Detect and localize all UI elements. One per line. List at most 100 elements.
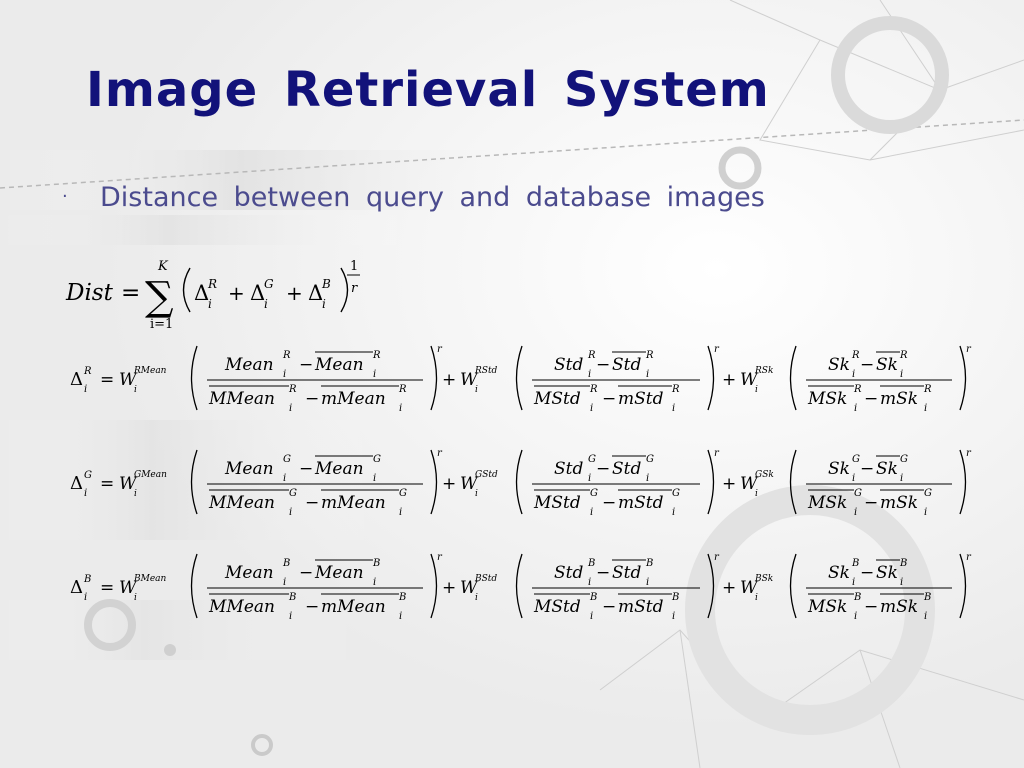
weight-subscript: i: [134, 489, 137, 499]
minus-sign: −: [602, 389, 616, 409]
channel-superscript: B: [589, 592, 597, 603]
numerator-term: Std: [554, 459, 583, 479]
weight-superscript: BStd: [474, 574, 497, 584]
delta-symbol: Δ: [70, 473, 83, 494]
bullet-marker: ·: [62, 186, 68, 207]
index-subscript: i: [924, 507, 927, 518]
right-paren: [959, 345, 967, 411]
numerator-term: Mean: [224, 355, 274, 375]
sum-upper-limit: K: [157, 259, 169, 274]
channel-superscript: R: [398, 384, 407, 395]
channel-superscript: R: [671, 384, 680, 395]
channel-superscript: B: [398, 592, 406, 603]
equals-sign: =: [100, 578, 114, 598]
denominator-max-term: MSk: [807, 389, 847, 409]
superscript-b: B: [321, 277, 331, 291]
index-subscript: i: [854, 611, 857, 622]
numerator-term: Sk: [828, 459, 850, 479]
weight-superscript: BSk: [754, 574, 773, 584]
channel-superscript: R: [851, 350, 860, 361]
minus-sign: −: [299, 459, 313, 479]
summation-symbol: ∑: [145, 274, 174, 320]
channel-superscript: B: [899, 558, 907, 569]
channel-superscript: B: [282, 558, 290, 569]
plus-sign: +: [442, 578, 456, 598]
delta-symbol: Δ: [194, 281, 209, 305]
index-subscript: i: [373, 473, 376, 484]
index-subscript: i: [399, 611, 402, 622]
exponent-numerator: 1: [350, 259, 358, 274]
index-subscript: i: [283, 473, 286, 484]
bg-dashed-line: [0, 119, 1024, 189]
channel-superscript: B: [645, 558, 653, 569]
minus-sign: −: [596, 355, 610, 375]
subscript-i: i: [264, 297, 268, 311]
index-subscript: i: [854, 507, 857, 518]
left-paren: [190, 449, 198, 515]
channel-superscript: R: [645, 350, 654, 361]
channel-superscript: G: [852, 454, 860, 465]
mean-value-term: Std: [612, 355, 641, 375]
left-paren: [789, 553, 797, 619]
channel-superscript: R: [83, 366, 92, 377]
channel-superscript: G: [900, 454, 908, 465]
index-subscript: i: [399, 507, 402, 518]
minus-sign: −: [860, 459, 874, 479]
channel-superscript: R: [589, 384, 598, 395]
bg-ring: [831, 16, 949, 134]
weight-subscript: i: [475, 489, 478, 499]
subscript-i: i: [208, 297, 212, 311]
plus-sign: +: [442, 370, 456, 390]
denominator-min-term: mMean: [321, 597, 386, 617]
mean-value-term: Sk: [876, 355, 898, 375]
plus-sign: +: [722, 370, 736, 390]
dist-formula: Dist = ∑ K i=1 Δ R i + Δ G i + Δ B i 1 r: [65, 259, 360, 332]
denominator-min-term: mSk: [880, 493, 918, 513]
index-subscript: i: [289, 507, 292, 518]
bullet-item: ·Distance between query and database ima…: [62, 182, 765, 213]
channel-superscript: B: [372, 558, 380, 569]
right-paren: [707, 553, 715, 619]
exponent-r: r: [966, 448, 972, 459]
index-subscript: i: [924, 403, 927, 414]
bg-streak: [0, 600, 360, 660]
channel-superscript: B: [851, 558, 859, 569]
denominator-min-term: mSk: [880, 389, 918, 409]
denominator-min-term: mMean: [321, 389, 386, 409]
denominator-max-term: MMean: [208, 389, 275, 409]
right-paren: [707, 345, 715, 411]
channel-superscript: R: [288, 384, 297, 395]
dist-label: Dist: [65, 280, 114, 306]
index-subscript: i: [399, 403, 402, 414]
index-subscript: i: [289, 403, 292, 414]
denominator-max-term: MStd: [533, 493, 581, 513]
exponent-r: r: [437, 552, 443, 563]
weight-subscript: i: [475, 593, 478, 603]
numerator-term: Sk: [828, 355, 850, 375]
index-subscript: i: [646, 577, 649, 588]
minus-sign: −: [299, 355, 313, 375]
channel-superscript: G: [283, 454, 291, 465]
index-subscript: i: [852, 473, 855, 484]
index-subscript: i: [588, 577, 591, 588]
index-subscript: i: [646, 473, 649, 484]
left-paren: [515, 553, 523, 619]
minus-sign: −: [305, 597, 319, 617]
left-paren: [789, 449, 797, 515]
mean-value-term: Std: [612, 459, 641, 479]
index-subscript: i: [373, 369, 376, 380]
channel-superscript: B: [288, 592, 296, 603]
channel-superscript: B: [923, 592, 931, 603]
exponent-r: r: [714, 552, 720, 563]
numerator-term: Sk: [828, 563, 850, 583]
index-subscript: i: [84, 488, 87, 499]
mean-value-term: Mean: [314, 563, 364, 583]
index-subscript: i: [283, 369, 286, 380]
weight-subscript: i: [755, 489, 758, 499]
weight-symbol: W: [119, 474, 138, 494]
weight-symbol: W: [119, 370, 138, 390]
left-paren: [182, 267, 191, 313]
left-paren: [190, 553, 198, 619]
index-subscript: i: [854, 403, 857, 414]
